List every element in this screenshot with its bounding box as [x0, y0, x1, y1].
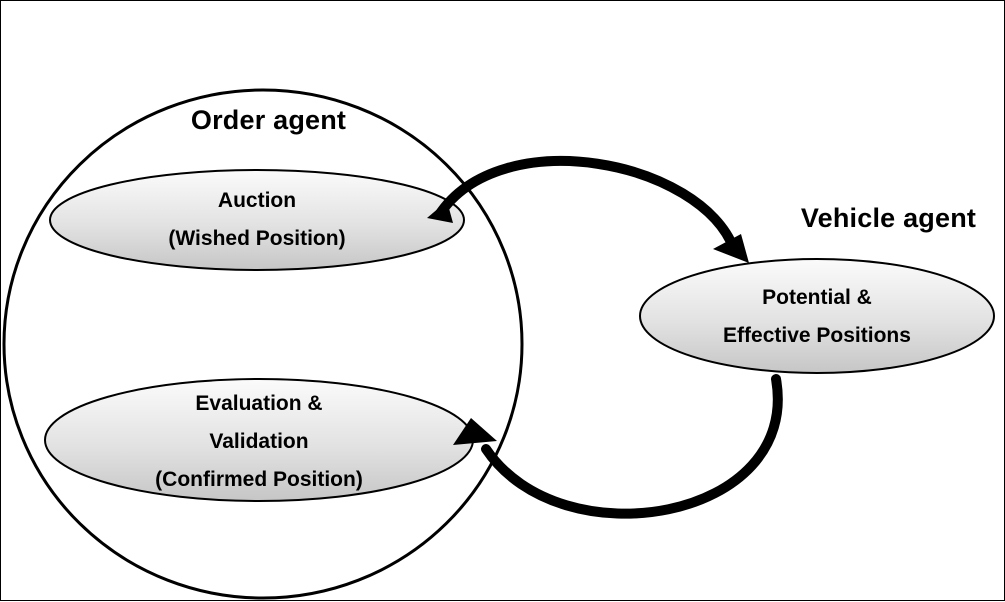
- auction-node-label: Auction (Wished Position): [107, 182, 407, 258]
- arrow-tail-auction: [427, 201, 453, 223]
- vehicle-label-line2: Effective Positions: [723, 324, 911, 347]
- evaluation-label-line1: Evaluation &: [195, 392, 323, 415]
- arrowhead-to-vehicle: [713, 234, 749, 263]
- auction-label-line2: (Wished Position): [168, 227, 346, 250]
- order-agent-boundary: [2, 88, 524, 600]
- auction-node: [49, 169, 465, 271]
- vehicle-positions-label: Potential & Effective Positions: [667, 279, 967, 355]
- arrow-vehicle-to-evaluation: [481, 374, 783, 519]
- evaluation-node-label: Evaluation & Validation (Confirmed Posit…: [109, 385, 409, 499]
- vehicle-label-line1: Potential &: [762, 286, 872, 309]
- vehicle-positions-node: [639, 258, 995, 374]
- order-agent-title: Order agent: [190, 105, 347, 135]
- vehicle-agent-title: Vehicle agent: [800, 203, 977, 233]
- arrow-auction-to-vehicle: [434, 156, 739, 254]
- evaluation-label-line2: Validation: [209, 430, 309, 453]
- auction-label-line1: Auction: [217, 189, 297, 212]
- arrowhead-to-evaluation: [453, 418, 497, 445]
- evaluation-label-line3: (Confirmed Position): [155, 468, 363, 491]
